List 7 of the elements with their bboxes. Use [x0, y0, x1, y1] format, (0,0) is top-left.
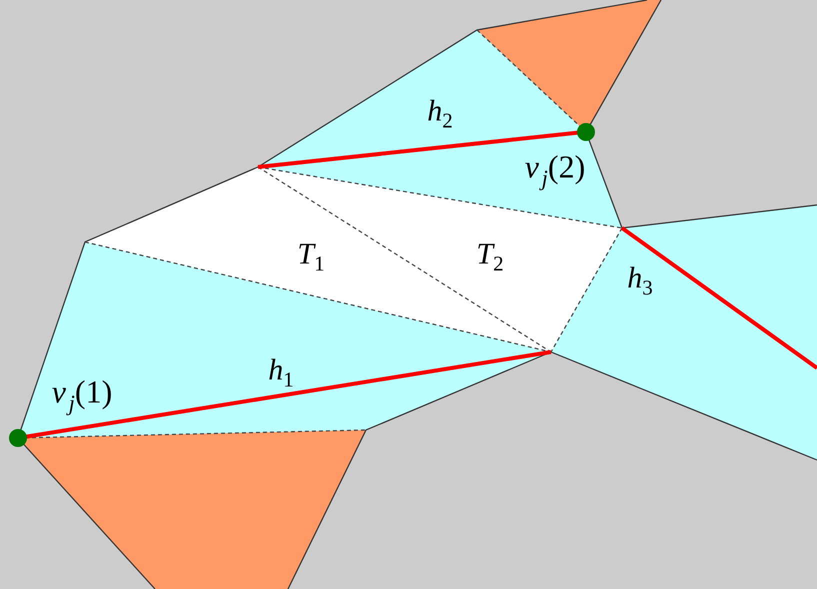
- chord-label: h$_{3}$: [627, 263, 653, 299]
- vertex-label: v$_{j}$(2): [524, 150, 586, 190]
- chord-label: h$_{2}$: [427, 96, 453, 132]
- triangle-label: T$_{1}$: [297, 239, 325, 275]
- vertex-label: v$_{j}$(1): [52, 375, 112, 415]
- triangle-label: T$_{2}$: [476, 239, 504, 275]
- chord-label: h$_{1}$: [268, 355, 294, 391]
